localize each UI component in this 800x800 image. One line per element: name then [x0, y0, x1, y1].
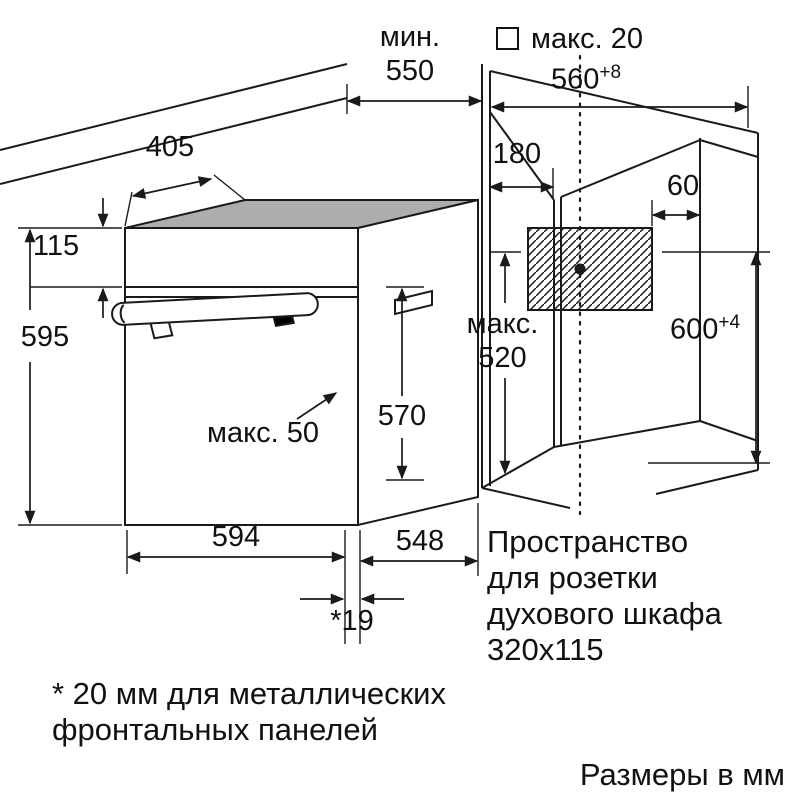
oven-door-handle [111, 292, 319, 340]
dim-115-label: 115 [32, 230, 80, 262]
footnote-line1: * 20 мм для металлических [52, 676, 446, 711]
socket-housing-label: макс. 20 [496, 24, 643, 55]
dim-560-tolerance: +8 [599, 62, 622, 83]
socket-note: Пространство для розетки духового шкафа … [487, 524, 722, 668]
units-note: Размеры в мм [579, 757, 785, 792]
dim-180-label: 180 [492, 138, 542, 170]
dim-560-value: 560 [551, 63, 600, 96]
dim-550-label: 550 [385, 55, 435, 87]
footnote-line2: фронтальных панелей [52, 712, 378, 747]
dim-548-label: 548 [395, 525, 445, 557]
socket-note-line1: Пространство [487, 524, 689, 559]
dim-min-label: мин. [379, 21, 441, 53]
socket-hatched-region [527, 227, 653, 311]
dim-520-label: 520 [478, 342, 527, 374]
dimension-lines [18, 84, 770, 644]
oven-side-vent [394, 289, 433, 316]
dim-max-label: макс. [466, 308, 539, 340]
dim-max50-label: макс. 50 [207, 417, 319, 449]
dim-570-label: 570 [377, 400, 427, 432]
footnote: * 20 мм для металлических фронтальных па… [52, 676, 446, 748]
dim-594-label: 594 [211, 521, 261, 553]
socket-area [527, 54, 653, 516]
socket-point [574, 263, 586, 275]
socket-note-line4: 320x115 [487, 632, 604, 667]
socket-note-line2: для розетки [487, 560, 658, 595]
socket-housing-text: макс. 20 [531, 23, 643, 55]
oven-front-face [124, 227, 359, 526]
dim-595-label: 595 [20, 321, 70, 353]
dim-405-label: 405 [145, 131, 195, 163]
dim-60-label: 60 [666, 170, 700, 202]
socket-note-line3: духового шкафа [487, 596, 722, 631]
dim-560-label: 560+8 [551, 62, 622, 96]
dim-600-value: 600 [670, 313, 719, 346]
square-symbol-icon [496, 27, 519, 50]
dim-600-label: 600+4 [670, 312, 741, 346]
dim-19-label: *19 [330, 605, 374, 637]
oven [111, 198, 479, 527]
dim-600-tolerance: +4 [718, 312, 741, 333]
